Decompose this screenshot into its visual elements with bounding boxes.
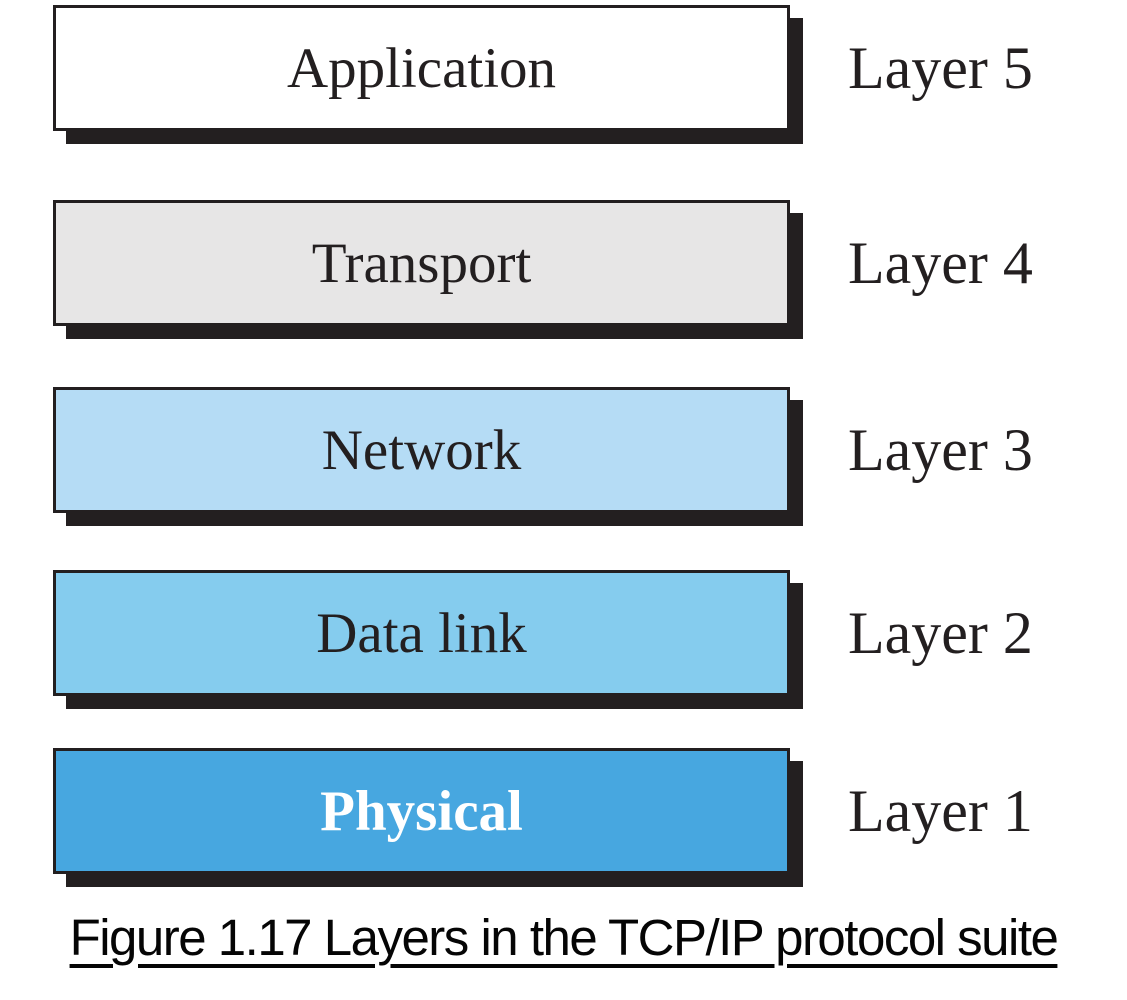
layer-number-label-1: Layer 1 (848, 748, 1118, 874)
figure-caption: Figure 1.17 Layers in the TCP/IP protoco… (69, 909, 1059, 966)
layer-number-label-4: Layer 4 (848, 200, 1118, 326)
layer-number-text: Layer 4 (848, 229, 1033, 296)
layer-box-transport: Transport (53, 200, 790, 326)
layer-number-text: Layer 5 (848, 34, 1033, 101)
layer-box-label: Data link (316, 601, 527, 665)
layer-box-data-link: Data link (53, 570, 790, 696)
layer-box-label: Network (321, 418, 522, 482)
layer-box-network: Network (53, 387, 790, 513)
layer-number-text: Layer 3 (848, 416, 1033, 483)
layer-number-label-2: Layer 2 (848, 570, 1118, 696)
layer-box-application: Application (53, 5, 790, 131)
layer-number-label-3: Layer 3 (848, 387, 1118, 513)
layer-box-label: Physical (320, 779, 523, 843)
layer-box-label: Application (286, 36, 557, 100)
layer-box-physical: Physical (53, 748, 790, 874)
layer-box-label: Transport (311, 231, 532, 295)
layer-number-text: Layer 1 (848, 777, 1033, 844)
layer-number-label-5: Layer 5 (848, 5, 1118, 131)
layer-number-text: Layer 2 (848, 599, 1033, 666)
